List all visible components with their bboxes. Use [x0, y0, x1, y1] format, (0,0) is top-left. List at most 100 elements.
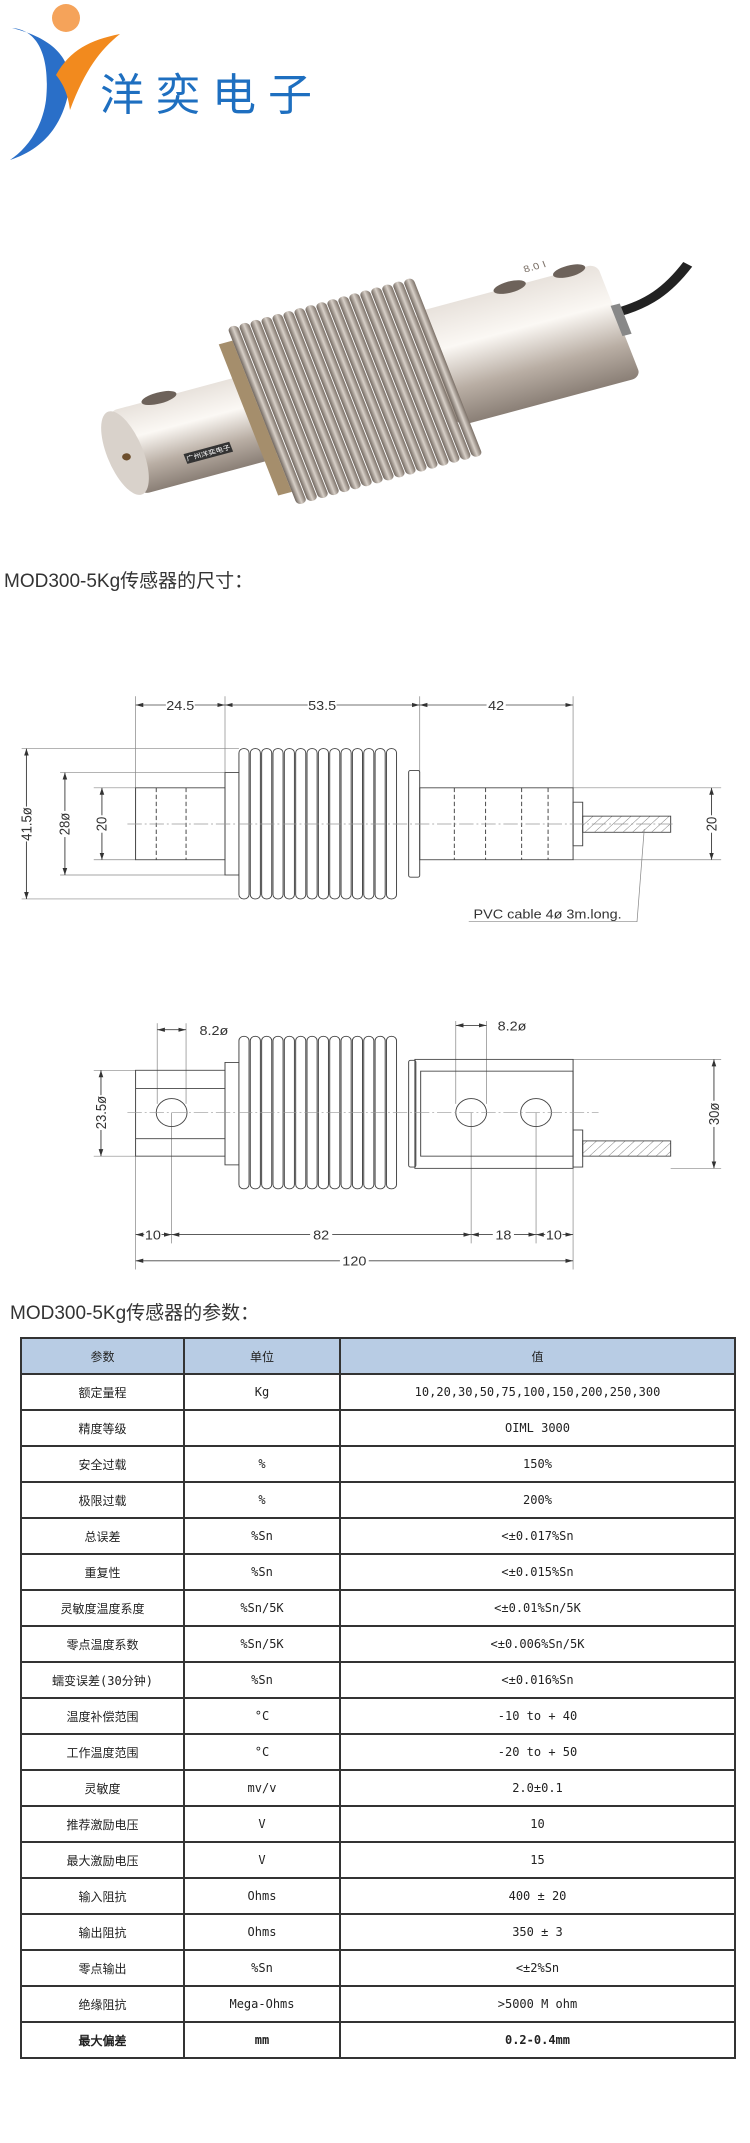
value-cell: 200% [339, 1481, 736, 1519]
table-row: 总误差%Sn<±0.017%Sn [20, 1517, 736, 1555]
bellows-rib [393, 281, 471, 460]
unit-cell: %Sn/5K [183, 1625, 341, 1663]
hole-left-dim: 8.2ø [200, 1024, 229, 1038]
bellows-rib [404, 278, 482, 457]
dimensions-heading: MOD300-5Kg传感器的尺寸： [4, 571, 254, 592]
parameter-cell: 蠕变误差(30分钟) [20, 1661, 185, 1699]
table-header-row: 参数 单位 值 [20, 1337, 736, 1375]
value-cell: <±0.006%Sn/5K [339, 1625, 736, 1663]
value-cell: OIML 3000 [339, 1409, 736, 1447]
logo-y-right-icon [56, 34, 120, 110]
dim-10-right: 10 [546, 1228, 562, 1242]
value-cell: -20 to + 50 [339, 1733, 736, 1771]
parameter-cell: 灵敏度 [20, 1769, 185, 1807]
parameter-cell: 输出阻抗 [20, 1913, 185, 1951]
bellows-rib [382, 284, 460, 463]
side-view-drawing: 24.5 53.5 42 41.5ø 28ø 20 20 PVC cable 4… [17, 696, 722, 922]
dim-24-5: 24.5 [166, 699, 194, 713]
unit-cell: % [183, 1481, 341, 1519]
dim-30: 30ø [706, 1102, 722, 1125]
parameter-cell: 绝缘阻抗 [20, 1985, 185, 2023]
bellows-rib [228, 325, 306, 504]
unit-cell: mm [183, 2021, 341, 2059]
parameter-cell: 推荐激励电压 [20, 1805, 185, 1843]
bellows-rib [272, 314, 350, 493]
bellows-rib [250, 319, 328, 499]
bellows-rib [239, 322, 317, 501]
parameter-cell: 安全过载 [20, 1445, 185, 1483]
unit-cell: Kg [183, 1373, 341, 1411]
value-cell: <±0.015%Sn [339, 1553, 736, 1591]
dimension-drawings: 24.5 53.5 42 41.5ø 28ø 20 20 PVC cable 4… [17, 696, 722, 1270]
product-photo: 8.0 I 广州洋奕电子 [101, 260, 693, 504]
value-cell: -10 to + 40 [339, 1697, 736, 1735]
dim-42: 42 [488, 699, 504, 713]
dim-23-5: 23.5ø [93, 1095, 109, 1129]
table-row: 温度补偿范围°C-10 to + 40 [20, 1697, 736, 1735]
unit-cell: V [183, 1841, 341, 1879]
parameter-cell: 精度等级 [20, 1409, 185, 1447]
unit-cell: %Sn [183, 1517, 341, 1555]
unit-cell: %Sn [183, 1661, 341, 1699]
parameter-cell: 额定量程 [20, 1373, 185, 1411]
dim-120: 120 [342, 1254, 366, 1268]
value-cell: 10,20,30,50,75,100,150,200,250,300 [339, 1373, 736, 1411]
bellows-rib [327, 299, 405, 478]
dim-41-5: 41.5ø [19, 807, 35, 841]
value-cell: 10 [339, 1805, 736, 1843]
top-view-drawing: 8.2ø 8.2ø 23.5ø 30ø 10 82 18 10 120 [92, 1019, 722, 1270]
parameters-heading: MOD300-5Kg传感器的参数： [10, 1303, 260, 1324]
value-cell: 350 ± 3 [339, 1913, 736, 1951]
parameter-cell: 最大偏差 [20, 2021, 185, 2059]
company-logo: 洋奕电子 [10, 4, 312, 160]
unit-cell: V [183, 1805, 341, 1843]
bellows-rib [371, 287, 449, 466]
header-value: 值 [339, 1337, 736, 1375]
parameter-cell: 输入阻抗 [20, 1877, 185, 1915]
parameter-cell: 最大激励电压 [20, 1841, 185, 1879]
bellows-rib [261, 316, 339, 496]
parameter-cell: 零点输出 [20, 1949, 185, 1987]
dim-20-right: 20 [704, 816, 720, 831]
table-row: 重复性%Sn<±0.015%Sn [20, 1553, 736, 1591]
table-row: 零点输出%Sn<±2%Sn [20, 1949, 736, 1987]
logo-y-left-icon [10, 28, 70, 160]
unit-cell: %Sn [183, 1949, 341, 1987]
header-parameter: 参数 [20, 1337, 185, 1375]
unit-cell [183, 1409, 341, 1447]
dim-82: 82 [313, 1228, 329, 1242]
value-cell: <±2%Sn [339, 1949, 736, 1987]
parameter-cell: 温度补偿范围 [20, 1697, 185, 1735]
dim-53-5: 53.5 [308, 699, 336, 713]
bellows-rib [294, 308, 372, 487]
logo-ball-icon [52, 4, 80, 32]
unit-cell: Ohms [183, 1913, 341, 1951]
dim-20-left: 20 [94, 816, 110, 831]
table-row: 零点温度系数%Sn/5K<±0.006%Sn/5K [20, 1625, 736, 1663]
parameter-cell: 重复性 [20, 1553, 185, 1591]
parameter-cell: 极限过载 [20, 1481, 185, 1519]
table-row: 灵敏度温度系度%Sn/5K<±0.01%Sn/5K [20, 1589, 736, 1627]
value-cell: <±0.017%Sn [339, 1517, 736, 1555]
bellows-rib [349, 293, 427, 472]
cable-note: PVC cable 4ø 3m.long. [474, 907, 622, 921]
table-row: 极限过载%200% [20, 1481, 736, 1519]
bellows-rib [360, 290, 438, 469]
table-row: 蠕变误差(30分钟)%Sn<±0.016%Sn [20, 1661, 736, 1699]
unit-cell: %Sn/5K [183, 1589, 341, 1627]
header-unit: 单位 [183, 1337, 341, 1375]
unit-cell: mv/v [183, 1769, 341, 1807]
bellows-rib [338, 296, 416, 475]
bellows-rib [316, 302, 394, 481]
unit-cell: % [183, 1445, 341, 1483]
unit-cell: °C [183, 1733, 341, 1771]
parameter-cell: 零点温度系数 [20, 1625, 185, 1663]
value-cell: 0.2-0.4mm [339, 2021, 736, 2059]
unit-cell: Mega-Ohms [183, 1985, 341, 2023]
parameter-cell: 总误差 [20, 1517, 185, 1555]
bellows-rib [305, 305, 383, 484]
